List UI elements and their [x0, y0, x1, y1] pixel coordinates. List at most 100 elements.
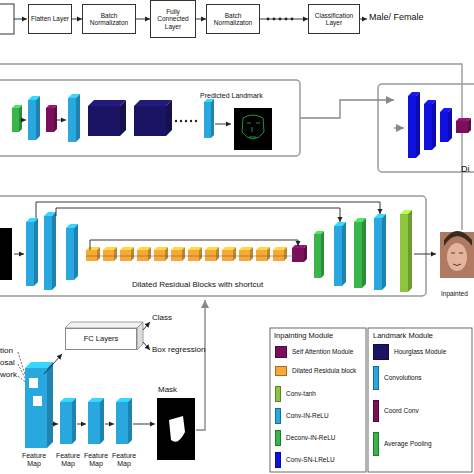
residual-block: [86, 250, 97, 261]
proposal-window: [33, 396, 42, 406]
attention-block: [304, 245, 307, 262]
mask-image: [157, 398, 195, 460]
legend-swatch: [275, 430, 281, 446]
ellipsis-dot: [285, 18, 288, 21]
legend-swatch: [275, 346, 287, 358]
coordconv-block: [46, 108, 54, 132]
feature-map-block: [60, 402, 72, 444]
flow-arrow: [56, 120, 66, 121]
conv-block: [408, 96, 416, 158]
masked-image: [0, 228, 12, 280]
legend-text: Conv-IN-ReLU: [286, 412, 329, 419]
legend-text: Self Attention Module: [292, 348, 353, 355]
flow-arrow: [72, 19, 82, 20]
legend-text: Deconv-IN-ReLU: [286, 434, 336, 441]
residual-block: [205, 250, 216, 261]
flow-arrow: [90, 240, 298, 250]
ellipsis-dot: [267, 18, 270, 21]
flow-arrow: [77, 424, 86, 425]
legend-entry: Average Pooling: [373, 432, 471, 456]
flow-arrow: [196, 19, 206, 20]
routing-arrow: [300, 100, 394, 118]
coordconv-block: [54, 105, 57, 132]
residual-block: [199, 247, 202, 261]
layer-box: Batch Normalizaton: [82, 4, 136, 34]
node-label: Fully Connected Layer: [151, 8, 195, 30]
residual-block: [284, 247, 287, 261]
residual-block: [103, 250, 114, 261]
legend-entry: Deconv-IN-ReLU: [275, 430, 365, 446]
ellipsis-dot: [180, 120, 182, 122]
image-caption: Mask: [158, 386, 177, 395]
residual-block: [114, 247, 117, 261]
legend-swatch: [373, 366, 379, 390]
residual-block: [97, 247, 100, 261]
feature-map-block: [128, 398, 132, 444]
flow-arrow: [14, 254, 24, 255]
legend-entry: Self Attention Module: [275, 346, 365, 358]
ellipsis-dot: [279, 18, 282, 21]
residual-block: [148, 247, 151, 261]
legend-text: Convolutions: [384, 374, 422, 381]
conv-block: [52, 212, 56, 290]
legend-frame: [270, 328, 366, 472]
feature-map-label: Feature Map: [18, 452, 50, 467]
mask-shape: [169, 416, 185, 442]
tanh-block: [400, 214, 408, 292]
pool-block: [19, 105, 22, 132]
feature-map-label: Feature Map: [52, 452, 84, 467]
residual-block: [273, 250, 284, 261]
legend-entry: Conv-IN-ReLU: [275, 408, 365, 424]
module-panel: [0, 80, 300, 156]
legend-heading: Landmark Module: [373, 332, 433, 340]
node-label: Batch Normalizaton: [207, 12, 259, 27]
fc-box: FC Layers: [65, 328, 137, 350]
legend-text: Dilated Residula block: [292, 367, 356, 374]
hourglass-block: [166, 100, 172, 136]
hourglass-block: [134, 106, 166, 136]
flow-arrow: [20, 120, 26, 121]
conv-block: [36, 96, 40, 140]
residual-block: [182, 247, 185, 261]
flow-arrow: [215, 124, 231, 125]
conv-block: [34, 218, 38, 286]
legend-text: Conv-tanh: [286, 390, 316, 397]
flow-arrow: [360, 19, 367, 20]
conv-block: [382, 214, 386, 290]
conv-block: [424, 104, 432, 150]
attention-block: [456, 121, 468, 133]
output-label: Male/ Female: [369, 13, 424, 23]
deconv-block: [354, 222, 362, 288]
truncated-label: osal: [0, 359, 15, 368]
landmark-image: [234, 108, 272, 150]
residual-block: [250, 247, 253, 261]
feature-map-block: [47, 362, 53, 448]
deconv-block: [362, 218, 366, 288]
conv-block: [448, 108, 452, 142]
deconv-block: [321, 231, 324, 278]
pool-block: [12, 108, 19, 132]
flow-arrow: [36, 202, 380, 218]
legend-text: Conv-SN-LReLU: [286, 456, 335, 463]
residual-block: [137, 250, 148, 261]
residual-block: [120, 250, 131, 261]
flow-arrow: [52, 424, 58, 425]
conv-block: [68, 98, 76, 142]
conv-block: [211, 99, 214, 138]
legend-entry: Hourglass Module: [373, 344, 471, 360]
conv-block: [44, 216, 52, 290]
layer-box: Fully Connected Layer: [150, 0, 196, 38]
hourglass-block: [134, 100, 172, 106]
residual-block: [131, 247, 134, 261]
legend-entry: Convolutions: [373, 366, 471, 390]
routing-arrow: [394, 127, 404, 128]
feature-map-block: [116, 402, 128, 444]
residual-block: [239, 250, 250, 261]
legend-text: Average Pooling: [384, 440, 432, 447]
conv-block: [26, 222, 34, 286]
attention-block: [292, 248, 304, 262]
